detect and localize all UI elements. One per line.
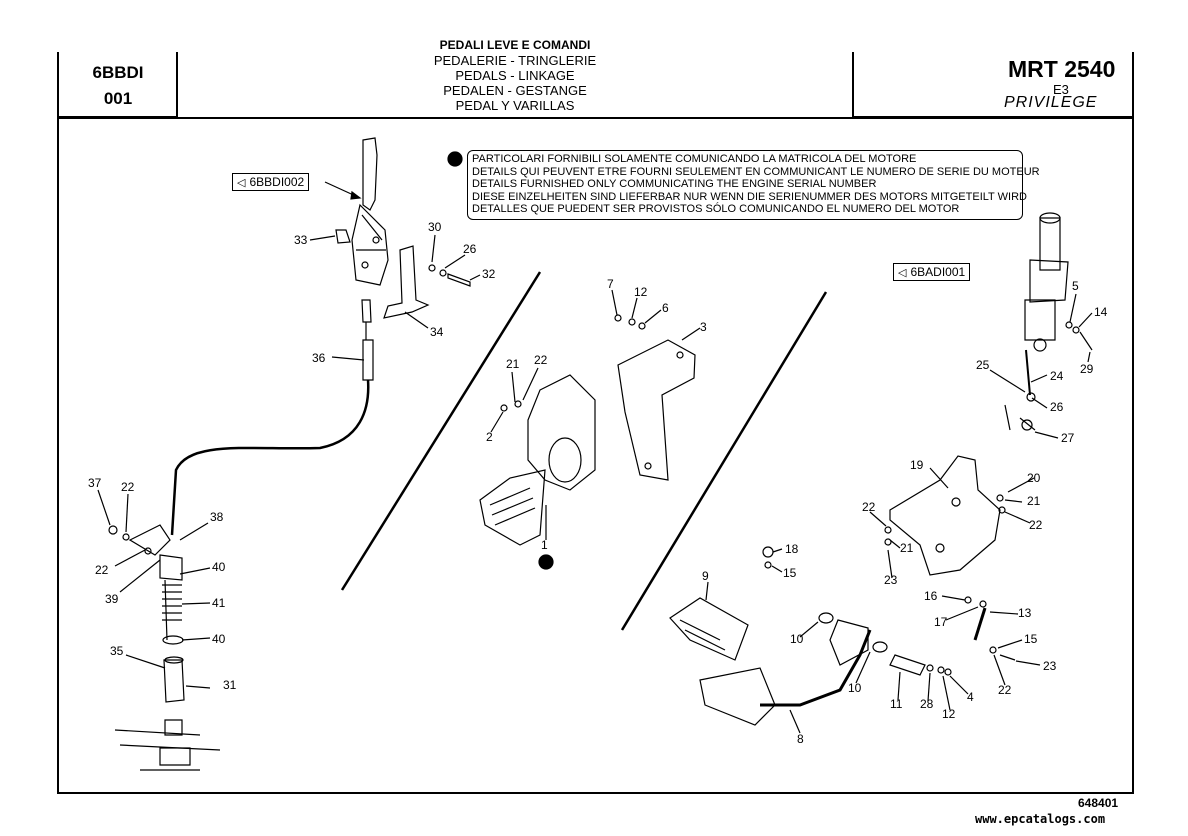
reference-tag-left[interactable]: ◁6BBDI002 <box>232 173 310 191</box>
part-number-label: 8 <box>797 732 804 746</box>
mounting-plate <box>889 455 1001 576</box>
part-number-label: 26 <box>463 242 477 256</box>
reference-tag-right[interactable]: ◁6BADI001 <box>893 263 971 281</box>
part-number-label: 11 <box>890 697 903 711</box>
note-line-en: DETAILS FURNISHED ONLY COMMUNICATING THE… <box>472 178 877 190</box>
part-number-label: 39 <box>105 592 119 606</box>
part-number-label: 4 <box>967 690 974 704</box>
page-code: 648401 <box>1078 796 1119 810</box>
engine-serial-note: PARTICOLARI FORNIBILI SOLAMENTE COMUNICA… <box>467 150 1040 220</box>
part-number-label: 31 <box>223 678 237 692</box>
section-code-line1: 6BBDI <box>92 63 144 82</box>
part-number-label: 21 <box>1027 494 1041 508</box>
part-number-label: 22 <box>534 353 548 367</box>
section-code: 6BBDI 001 <box>58 52 178 118</box>
brand-logo: PRIVILEGE <box>1004 94 1098 111</box>
part-number-label: 10 <box>790 632 804 646</box>
part-number-label: 20 <box>1027 471 1041 485</box>
title-line-it: PEDALI LEVE E COMANDI <box>439 38 591 52</box>
part-number-label: 23 <box>1043 659 1057 673</box>
part-number-label: 18 <box>785 542 799 556</box>
part-number-label: 9 <box>702 569 709 583</box>
part-number-label: 34 <box>430 325 444 339</box>
model-variant: E3 <box>1053 82 1069 97</box>
section-code-line2: 001 <box>103 89 133 108</box>
title-line-fr: PEDALERIE - TRINGLERIE <box>433 53 597 68</box>
pedal-bracket <box>617 339 696 481</box>
part-number-label: 12 <box>942 707 956 721</box>
part-number-label: 1 <box>541 538 548 552</box>
part-number-label: 24 <box>1050 369 1064 383</box>
separator-line <box>340 271 542 591</box>
part-number-label: 5 <box>1072 279 1079 293</box>
part-number-label: 15 <box>783 566 797 580</box>
part-number-label: 41 <box>212 596 226 610</box>
part-number-label: 14 <box>1094 305 1108 319</box>
title-line-en: PEDALS - LINKAGE <box>455 68 575 83</box>
control-cable <box>114 299 374 771</box>
part-number-label: 12 <box>634 285 648 299</box>
part-number-label: 23 <box>884 573 898 587</box>
part-number-label: 33 <box>294 233 308 247</box>
brake-pedal <box>669 546 952 726</box>
note-line-es: DETALLES QUE PUEDENT SER PROVISTOS SÓLO … <box>472 203 960 215</box>
title-line-de: PEDALEN - GESTANGE <box>443 83 587 98</box>
part-number-label: 26 <box>1050 400 1064 414</box>
accelerator-pedal <box>479 374 596 546</box>
part-number-label: 19 <box>910 458 924 472</box>
triangle-left-icon: ◁ <box>898 267 907 279</box>
part-number-label: 22 <box>95 563 109 577</box>
part-number-label: 7 <box>607 277 614 291</box>
title-line-es: PEDAL Y VARILLAS <box>455 98 575 113</box>
model-name: MRT 2540 <box>1008 56 1116 82</box>
part-number-label: 21 <box>506 357 520 371</box>
part-number-label: 35 <box>110 644 124 658</box>
part-number-label: 15 <box>1024 632 1038 646</box>
part-number-label: 38 <box>210 510 224 524</box>
part-number-label: 22 <box>862 500 876 514</box>
part-number-label: 13 <box>1018 606 1032 620</box>
part-number-label: 22 <box>998 683 1012 697</box>
part-number-label: 3 <box>700 320 707 334</box>
part-number-label: 37 <box>88 476 102 490</box>
part-number-label: 32 <box>482 267 496 281</box>
note-line-it: PARTICOLARI FORNIBILI SOLAMENTE COMUNICA… <box>472 153 917 165</box>
part-number-label: 16 <box>924 589 938 603</box>
part-number-label: 22 <box>1029 518 1043 532</box>
part-number-label: 22 <box>121 480 135 494</box>
part-number-label: 21 <box>900 541 914 555</box>
part-number-label: 29 <box>1080 362 1094 376</box>
note-marker-dot <box>447 151 463 167</box>
note-line-de: DIESE EINZELHEITEN SIND LIEFERBAR NUR WE… <box>472 190 1027 203</box>
part-number-label: 40 <box>212 632 226 646</box>
note-line-fr: DETAILS QUI PEUVENT ETRE FOURNI SEULEMEN… <box>472 165 1040 178</box>
hand-lever-assembly <box>324 137 430 319</box>
separator-line <box>620 291 828 631</box>
part-number-label: 25 <box>976 358 990 372</box>
drawing-frame <box>57 117 1134 794</box>
reference-right-label: 6BADI001 <box>910 265 966 279</box>
part-number-label: 30 <box>428 220 442 234</box>
note-marker-dot <box>538 554 554 570</box>
part-number-label: 6 <box>662 301 669 315</box>
reference-left-label: 6BBDI002 <box>249 175 305 189</box>
part-number-label: 36 <box>312 351 326 365</box>
triangle-left-icon: ◁ <box>237 177 246 189</box>
part-number-label: 17 <box>934 615 948 629</box>
part-number-label: 10 <box>848 681 862 695</box>
part-number-label: 27 <box>1061 431 1075 445</box>
master-cylinder <box>1024 212 1069 352</box>
section-title: PEDALI LEVE E COMANDI PEDALERIE - TRINGL… <box>180 38 850 113</box>
website-link[interactable]: www.epcatalogs.com <box>975 812 1106 826</box>
part-number-label: 2 <box>486 430 493 444</box>
part-number-label: 40 <box>212 560 226 574</box>
part-number-label: 28 <box>920 697 934 711</box>
